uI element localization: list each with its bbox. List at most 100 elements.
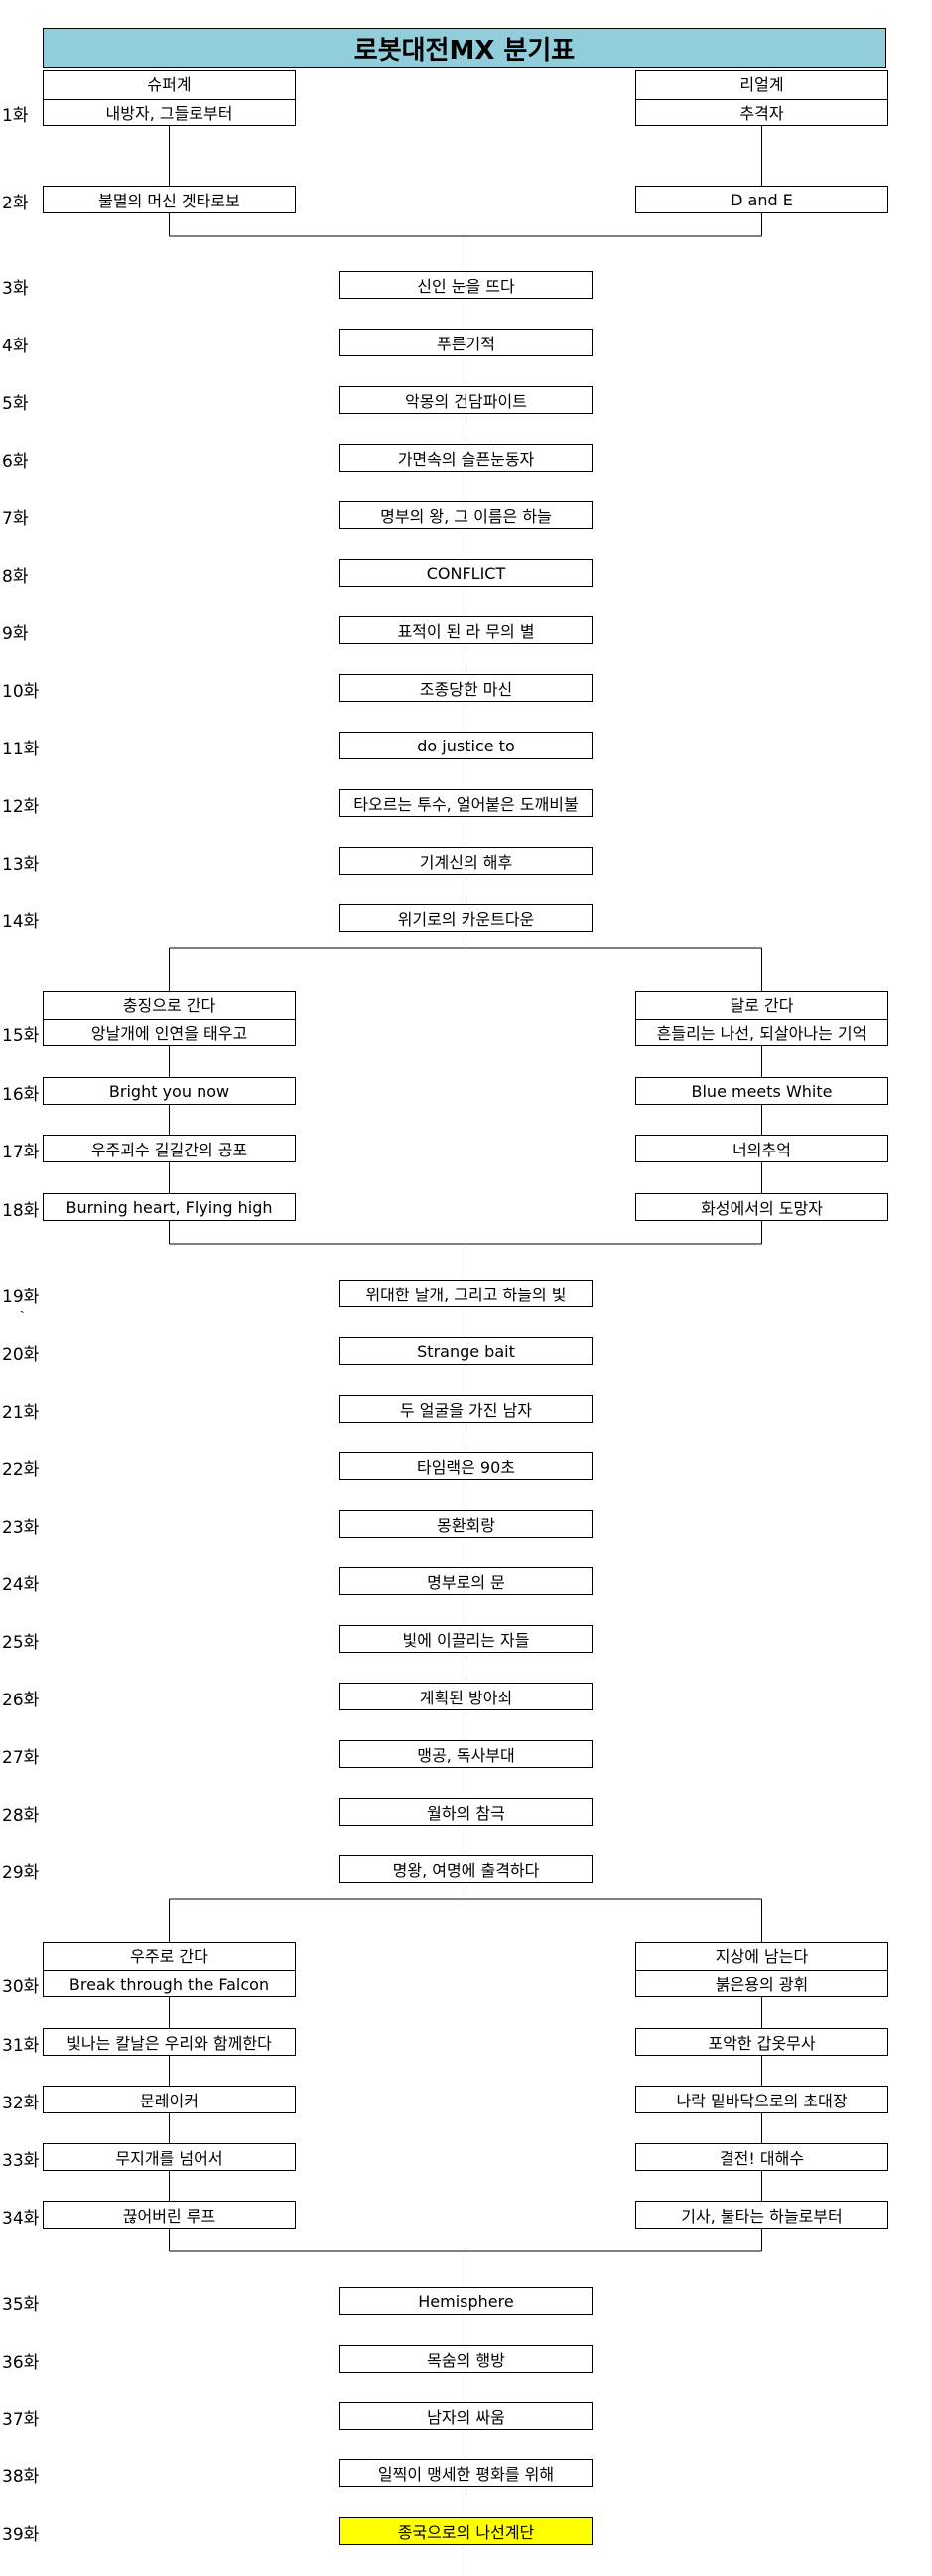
- branch-route-name: 우주로 간다: [44, 1943, 295, 1971]
- episode-box: 몽환회랑: [339, 1510, 593, 1538]
- branch-route-name: 달로 간다: [636, 992, 887, 1020]
- page-title: 로봇대전MX 분기표: [43, 28, 886, 68]
- episode-title: 흔들리는 나선, 되살아나는 기억: [656, 1024, 867, 1043]
- episode-box: 화성에서의 도망자: [635, 1193, 888, 1221]
- episode-label: 22화: [2, 1460, 40, 1480]
- branch-route-name: 슈퍼계: [44, 71, 295, 100]
- episode-label: 2화: [2, 194, 29, 213]
- episode-box: 나락 밑바닥으로의 초대장: [635, 2086, 888, 2113]
- episode-box: Strange bait: [339, 1337, 593, 1365]
- episode-label: 19화: [2, 1288, 40, 1307]
- episode-box: Blue meets White: [635, 1077, 888, 1105]
- episode-label: 15화: [2, 1026, 40, 1046]
- episode-box: 일찍이 맹세한 평화를 위해: [339, 2459, 593, 2487]
- episode-label: 28화: [2, 1806, 40, 1826]
- episode-box: 불멸의 머신 겟타로보: [43, 186, 296, 213]
- episode-box: 위대한 날개, 그리고 하늘의 빛: [339, 1280, 593, 1307]
- episode-box: 끊어버린 루프: [43, 2201, 296, 2229]
- episode-box: 가면속의 슬픈눈동자: [339, 444, 593, 472]
- episode-box: 명부의 왕, 그 이름은 하늘: [339, 501, 593, 529]
- episode-label: 32화: [2, 2094, 40, 2113]
- episode-box: 문레이커: [43, 2086, 296, 2113]
- episode-label: 10화: [2, 682, 40, 702]
- episode-label: 12화: [2, 797, 40, 817]
- episode-label: 18화: [2, 1201, 40, 1221]
- episode-label: 31화: [2, 2036, 40, 2056]
- episode-box: 너의추억: [635, 1135, 888, 1162]
- final-episode-box: 종국으로의 나선계단: [339, 2517, 593, 2545]
- episode-box: 표적이 된 라 무의 별: [339, 616, 593, 644]
- episode-box: Hemisphere: [339, 2287, 593, 2315]
- episode-label: 8화: [2, 567, 29, 587]
- episode-box: Burning heart, Flying high: [43, 1193, 296, 1221]
- branch-header-box: 우주로 간다 Break through the Falcon: [43, 1942, 296, 1997]
- episode-box: 월하의 참극: [339, 1798, 593, 1826]
- episode-title: 붉은용의 광휘: [715, 1975, 809, 1994]
- episode-label: 30화: [2, 1977, 40, 1997]
- episode-label: 13화: [2, 855, 40, 875]
- episode-box: 목숨의 행방: [339, 2345, 593, 2373]
- episode-box: 무지개를 넘어서: [43, 2143, 296, 2171]
- episode-box: 조종당한 마신: [339, 674, 593, 702]
- branch-route-name: 지상에 남는다: [636, 1943, 887, 1971]
- episode-box: 기사, 불타는 하늘로부터: [635, 2201, 888, 2229]
- episode-box: 명왕, 여명에 출격하다: [339, 1855, 593, 1883]
- episode-label: 14화: [2, 912, 40, 932]
- episode-box: 신인 눈을 뜨다: [339, 271, 593, 299]
- branch-route-name: 충징으로 간다: [44, 992, 295, 1020]
- episode-label: 17화: [2, 1143, 40, 1162]
- episode-label: 39화: [2, 2525, 40, 2545]
- episode-label: 1화: [2, 106, 29, 126]
- episode-box: do justice to: [339, 732, 593, 759]
- episode-box: 명부로의 문: [339, 1567, 593, 1595]
- episode-box: 타임랙은 90초: [339, 1452, 593, 1480]
- episode-title: 추격자: [739, 104, 784, 123]
- episode-title: 내방자, 그들로부터: [105, 104, 233, 123]
- episode-box: 결전! 대해수: [635, 2143, 888, 2171]
- episode-label: 16화: [2, 1085, 40, 1105]
- episode-box: D and E: [635, 186, 888, 213]
- episode-box: 푸른기적: [339, 329, 593, 356]
- episode-box: 계획된 방아쇠: [339, 1683, 593, 1710]
- episode-label: 3화: [2, 279, 29, 299]
- episode-title: Break through the Falcon: [68, 1975, 270, 1994]
- episode-box: Bright you now: [43, 1077, 296, 1105]
- episode-box: 우주괴수 길길간의 공포: [43, 1135, 296, 1162]
- branch-route-name: 리얼계: [636, 71, 887, 100]
- episode-label: 33화: [2, 2151, 40, 2171]
- episode-box: 빛나는 칼날은 우리와 함께한다: [43, 2028, 296, 2056]
- episode-label: 37화: [2, 2410, 40, 2430]
- episode-box: 위기로의 카운트다운: [339, 904, 593, 932]
- episode-box: 빛에 이끌리는 자들: [339, 1625, 593, 1653]
- episode-label: 29화: [2, 1863, 40, 1883]
- episode-label: 6화: [2, 452, 29, 472]
- episode-label: 25화: [2, 1633, 40, 1653]
- stray-mark: `: [20, 1308, 25, 1324]
- episode-label: 35화: [2, 2295, 40, 2315]
- episode-label: 38화: [2, 2467, 40, 2487]
- episode-label: 34화: [2, 2209, 40, 2229]
- episode-label: 4화: [2, 337, 29, 356]
- episode-label: 27화: [2, 1748, 40, 1768]
- episode-box: 맹공, 독사부대: [339, 1740, 593, 1768]
- episode-label: 20화: [2, 1345, 40, 1365]
- episode-box: 두 얼굴을 가진 남자: [339, 1395, 593, 1423]
- episode-box: 타오르는 투수, 얼어붙은 도깨비불: [339, 789, 593, 817]
- episode-box: 기계신의 해후: [339, 847, 593, 875]
- episode-label: 23화: [2, 1518, 40, 1538]
- episode-box: 악몽의 건담파이트: [339, 386, 593, 414]
- episode-label: 9화: [2, 624, 29, 644]
- episode-label: 11화: [2, 740, 40, 759]
- episode-label: 21화: [2, 1403, 40, 1423]
- episode-label: 26화: [2, 1691, 40, 1710]
- episode-box: 남자의 싸움: [339, 2402, 593, 2430]
- episode-box: 포악한 갑옷무사: [635, 2028, 888, 2056]
- episode-label: 5화: [2, 394, 29, 414]
- episode-box: CONFLICT: [339, 559, 593, 587]
- episode-label: 7화: [2, 509, 29, 529]
